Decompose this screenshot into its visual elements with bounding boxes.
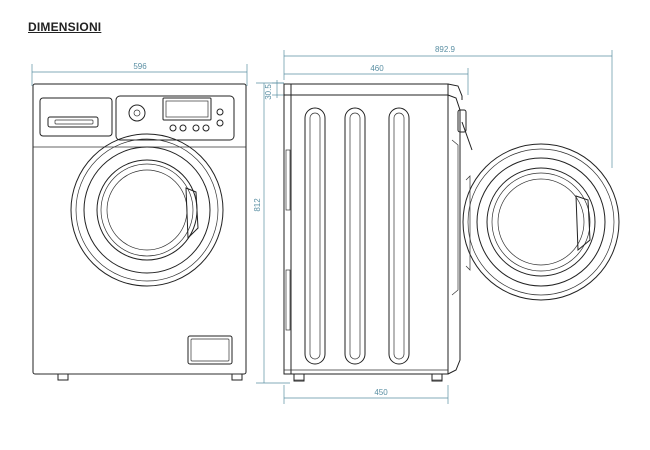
option-button-1 xyxy=(169,124,177,132)
dimension-label-base-depth: 450 xyxy=(374,388,388,397)
power-button-icon xyxy=(216,108,224,116)
dimension-side-depth: 460 xyxy=(284,64,469,95)
option-button-3 xyxy=(192,124,200,132)
start-button-icon xyxy=(216,119,224,127)
dimension-label-side-depth: 460 xyxy=(370,64,384,73)
control-panel xyxy=(39,95,235,141)
dimension-label-top-offset: 30.5 xyxy=(264,84,273,100)
dimension-height: 812 xyxy=(253,82,290,384)
page-title: DIMENSIONI xyxy=(28,20,102,34)
dimension-label-front-width: 596 xyxy=(133,62,147,71)
side-view xyxy=(283,83,463,382)
program-knob-icon xyxy=(128,104,146,122)
dimension-base-depth: 450 xyxy=(283,385,449,404)
side-foot-front xyxy=(431,373,443,382)
side-foot-rear xyxy=(293,373,305,382)
dimension-total-depth: 892.9 xyxy=(283,45,613,168)
door-hinge xyxy=(457,109,467,133)
detergent-drawer-handle xyxy=(47,116,99,128)
filter-access-panel xyxy=(187,335,233,365)
open-door-handle xyxy=(575,195,591,252)
side-rib-2 xyxy=(344,107,366,365)
front-door xyxy=(70,133,224,287)
side-rib-1 xyxy=(304,107,326,365)
dimension-label-height: 812 xyxy=(253,198,262,212)
door-handle xyxy=(185,187,199,240)
option-button-2 xyxy=(179,124,187,132)
side-rib-3 xyxy=(388,107,410,365)
front-foot-right xyxy=(231,373,243,381)
display-screen xyxy=(162,97,212,121)
option-button-4 xyxy=(202,124,210,132)
dimension-label-total-depth: 892.9 xyxy=(435,45,456,54)
front-foot-left xyxy=(57,373,69,381)
dimension-front-width: 596 xyxy=(31,62,248,86)
open-door xyxy=(457,109,620,301)
front-view xyxy=(32,83,247,381)
